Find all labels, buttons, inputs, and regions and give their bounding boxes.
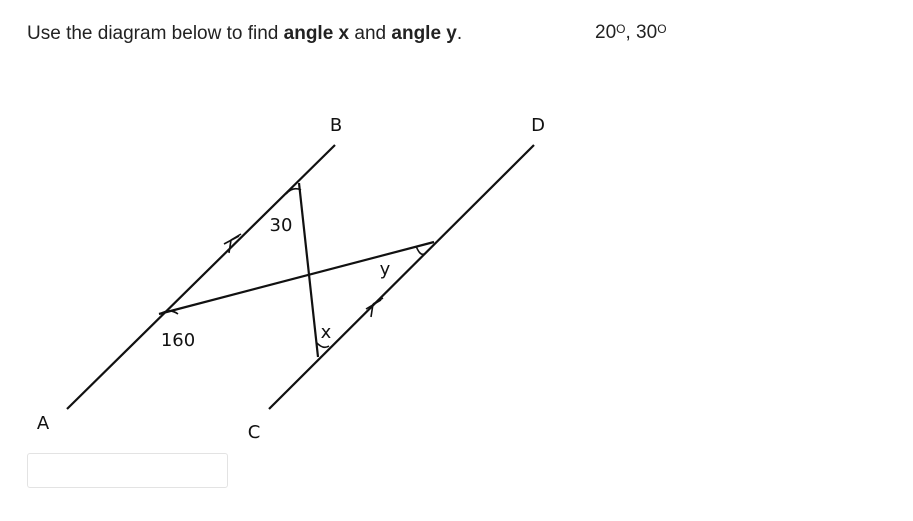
point-label-d: D (531, 115, 545, 136)
angle-label-160: 160 (161, 330, 195, 351)
degree-mark-1: O (616, 22, 626, 36)
parallel-arrow-icon (365, 297, 384, 318)
answer-separator: , (625, 22, 637, 43)
point-label-a: A (37, 413, 50, 434)
question-angle-x: angle x (283, 23, 350, 44)
line-ab (66, 144, 336, 410)
question-text: Use the diagram below to find angle x an… (27, 22, 462, 46)
angle-arc-30 (285, 187, 302, 195)
question-suffix: . (456, 23, 463, 44)
line-cd (268, 144, 535, 410)
answer-input[interactable] (27, 453, 228, 488)
angle-arc-160 (159, 310, 179, 315)
angle-label-y: y (380, 259, 391, 280)
angle-label-x: x (321, 322, 332, 343)
angle-arc-x (315, 341, 330, 349)
degree-mark-2: O (657, 22, 667, 36)
diagonal-line (297, 182, 320, 358)
question-angle-y: angle y (391, 23, 457, 44)
point-label-b: B (330, 115, 342, 136)
transversal-line (158, 240, 435, 316)
angle-label-30: 30 (270, 215, 293, 236)
point-label-c: C (248, 422, 261, 443)
angle-arc-y (415, 245, 425, 256)
parallel-arrow-icon (223, 233, 242, 254)
answer-value-2: 30 (636, 22, 658, 43)
answer-note: 20O, 30O (595, 21, 667, 45)
answer-value-1: 20 (595, 22, 617, 43)
question-prefix: Use the diagram below to find (27, 23, 284, 44)
question-middle: and (349, 23, 392, 44)
